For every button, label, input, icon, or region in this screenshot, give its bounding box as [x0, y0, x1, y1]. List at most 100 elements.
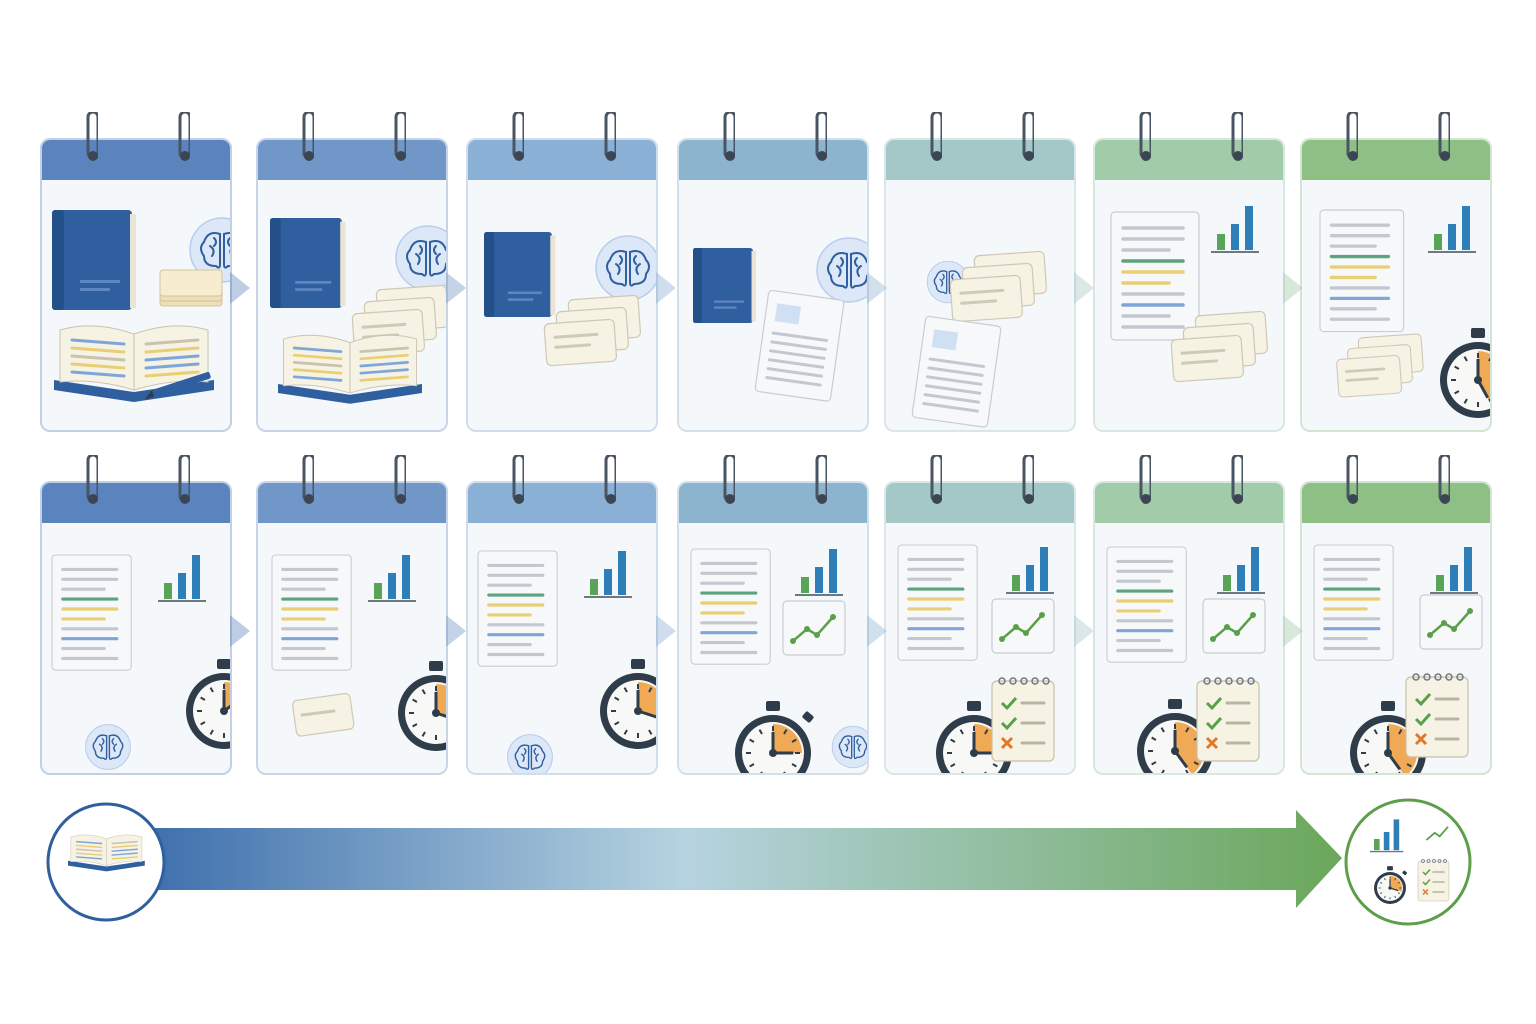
flow-chevron-icon: [656, 272, 676, 304]
flow-chevron-icon: [1074, 615, 1094, 647]
study-day-card-2-4: [677, 481, 869, 775]
study-day-card-2-1: [40, 481, 232, 775]
notes-page-icon: [477, 550, 558, 667]
flashcards-icon: [949, 250, 1048, 323]
binder-ring-icon: [302, 455, 314, 504]
flow-chevron-icon: [230, 615, 250, 647]
brain-icon: [595, 235, 656, 301]
binder-ring-icon: [815, 455, 827, 504]
card-illustration: [484, 232, 656, 367]
checklist-icon: [991, 677, 1055, 762]
card-illustration: [693, 237, 867, 402]
calendar-header: [258, 140, 446, 180]
study-day-card-2-6: [1093, 481, 1285, 775]
binder-ring-icon: [604, 112, 616, 161]
binder-ring-icon: [512, 112, 524, 161]
bar-chart-icon: [584, 551, 632, 598]
stopwatch-icon: [735, 701, 814, 773]
flashcards-icon: [1336, 333, 1424, 398]
binder-ring-icon: [1346, 112, 1358, 161]
card-illustration: [51, 554, 230, 770]
bar-chart-icon: [1006, 547, 1054, 594]
open-book-icon: [54, 325, 214, 402]
stopwatch-icon: [186, 659, 230, 749]
flow-chevron-icon: [446, 615, 466, 647]
bar-chart-icon: [1430, 547, 1478, 594]
calendar-header: [258, 483, 446, 523]
bar-chart-icon: [1428, 206, 1476, 253]
notes-page-icon: [1319, 209, 1405, 333]
bar-chart-icon: [1211, 206, 1259, 253]
calendar-header: [886, 483, 1074, 523]
calendar-header: [679, 140, 867, 180]
card-illustration: [1110, 206, 1269, 383]
binder-ring-icon: [1231, 112, 1243, 161]
binder-ring-icon: [178, 112, 190, 161]
checklist-icon: [1196, 677, 1260, 762]
calendar-header: [886, 140, 1074, 180]
card-illustration: [270, 218, 446, 404]
binder-ring-icon: [1438, 112, 1450, 161]
brain-icon: [189, 217, 230, 283]
stopwatch-icon: [1440, 328, 1490, 418]
flow-chevron-icon: [867, 615, 887, 647]
card-illustration: [1313, 544, 1483, 773]
card-illustration: [897, 544, 1055, 773]
flow-chevron-icon: [656, 615, 676, 647]
calendar-header: [468, 483, 656, 523]
calendar-header: [468, 140, 656, 180]
notes-page-icon: [1313, 544, 1394, 661]
binder-ring-icon: [815, 112, 827, 161]
binder-ring-icon: [1139, 112, 1151, 161]
notes-page-icon: [271, 554, 352, 671]
bar-chart-icon: [1369, 819, 1404, 853]
calendar-header: [1095, 140, 1283, 180]
calendar-header: [42, 483, 230, 523]
binder-ring-icon: [302, 112, 314, 161]
binder-ring-icon: [1022, 455, 1034, 504]
binder-ring-icon: [930, 112, 942, 161]
study-day-card-2-2: [256, 481, 448, 775]
start-badge: [46, 802, 166, 922]
study-day-card-2-7: [1300, 481, 1492, 775]
pencil-icon: [144, 371, 211, 400]
binder-ring-icon: [604, 455, 616, 504]
bar-chart-icon: [368, 555, 416, 602]
flashcards-icon: [1170, 310, 1269, 383]
stopwatch-icon: [1374, 866, 1408, 904]
goal-badge: [1344, 798, 1472, 926]
study-day-card-2-3: [466, 481, 658, 775]
calendar-header: [679, 483, 867, 523]
study-day-card-1-6: [1093, 138, 1285, 432]
closed-book-icon: [52, 210, 136, 310]
binder-ring-icon: [723, 455, 735, 504]
open-book-icon: [278, 334, 422, 404]
flashcards-icon: [543, 294, 642, 367]
study-day-card-2-5: [884, 481, 1076, 775]
stopwatch-icon: [600, 659, 656, 749]
notes-page-icon: [690, 548, 771, 665]
index-cards-icon: [159, 269, 223, 307]
binder-ring-icon: [1022, 112, 1034, 161]
binder-ring-icon: [1231, 455, 1243, 504]
flow-chevron-icon: [1283, 272, 1303, 304]
flow-chevron-icon: [446, 272, 466, 304]
binder-ring-icon: [723, 112, 735, 161]
bar-chart-icon: [158, 555, 206, 602]
card-illustration: [52, 210, 230, 402]
summary-sheet-icon: [911, 315, 1002, 428]
binder-ring-icon: [1139, 455, 1151, 504]
flow-chevron-icon: [867, 272, 887, 304]
calendar-header: [1302, 140, 1490, 180]
notes-page-icon: [897, 544, 978, 661]
brain-icon: [816, 237, 867, 303]
brain-icon: [395, 225, 446, 291]
study-day-card-1-2: [256, 138, 448, 432]
brain-icon: [507, 734, 553, 773]
summary-sheet-icon: [754, 289, 845, 402]
notes-page-icon: [1110, 211, 1200, 341]
bar-chart-icon: [1217, 547, 1265, 594]
stopwatch-icon: [398, 661, 446, 751]
binder-ring-icon: [930, 455, 942, 504]
